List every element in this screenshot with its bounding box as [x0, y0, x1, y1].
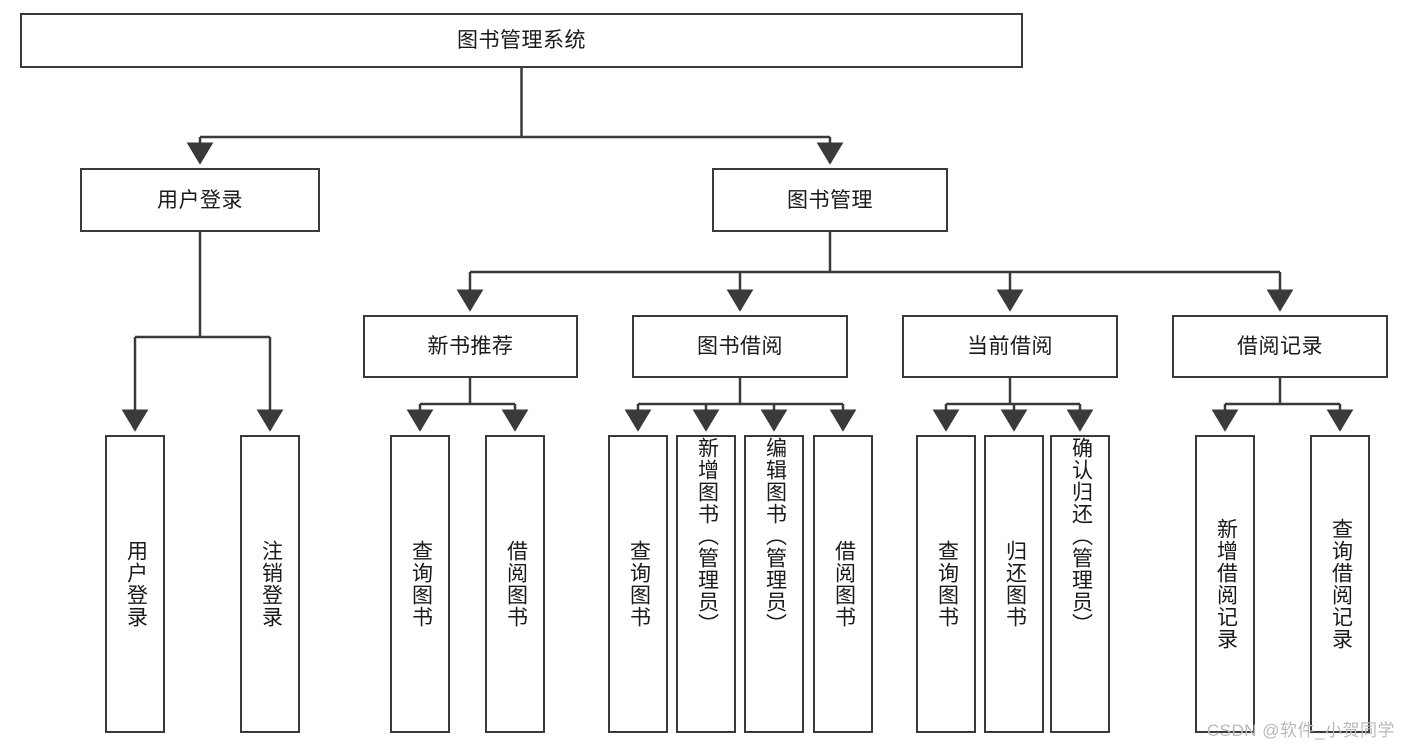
node-current-borrow[interactable]: 当前借阅: [902, 315, 1118, 378]
node-current-confirm-return[interactable]: 确认归还（管理员）: [1050, 435, 1110, 733]
node-book-borrow[interactable]: 图书借阅: [632, 315, 848, 378]
node-borrow-add-book-label: 新增图书（管理员）: [695, 437, 719, 635]
node-recommend-borrow-book[interactable]: 借阅图书: [485, 435, 545, 733]
node-current-query-book-label: 查询图书: [935, 540, 959, 628]
connector-borrow-record-bus: [1225, 378, 1340, 406]
node-borrow-borrow-book-label: 借阅图书: [832, 540, 856, 628]
node-user-login[interactable]: 用户登录: [80, 168, 320, 232]
node-record-add-label: 新增借阅记录: [1214, 518, 1238, 650]
connector-user-login-bus: [135, 232, 270, 339]
node-user-logout-label: 注销登录: [259, 540, 283, 628]
node-current-return-book-label: 归还图书: [1003, 540, 1027, 628]
node-user-login-do[interactable]: 用户登录: [105, 435, 165, 733]
node-borrow-edit-book-label: 编辑图书（管理员）: [763, 437, 787, 635]
node-record-query[interactable]: 查询借阅记录: [1310, 435, 1370, 733]
node-user-logout[interactable]: 注销登录: [240, 435, 300, 733]
node-borrow-edit-book[interactable]: 编辑图书（管理员）: [744, 435, 804, 733]
node-recommend-query-book-label: 查询图书: [409, 540, 433, 628]
connector-current-borrow-bus: [946, 378, 1080, 406]
node-root[interactable]: 图书管理系统: [20, 13, 1023, 68]
node-book-borrow-label: 图书借阅: [697, 335, 783, 358]
node-book-manage-label: 图书管理: [787, 188, 873, 212]
node-borrow-borrow-book[interactable]: 借阅图书: [813, 435, 873, 733]
node-record-add[interactable]: 新增借阅记录: [1195, 435, 1255, 733]
node-recommend-borrow-book-label: 借阅图书: [504, 540, 528, 628]
node-borrow-record-label: 借阅记录: [1237, 335, 1323, 358]
node-borrow-record[interactable]: 借阅记录: [1172, 315, 1388, 378]
node-user-login-label: 用户登录: [157, 188, 243, 212]
node-book-manage[interactable]: 图书管理: [712, 168, 948, 232]
connector-root-bus: [200, 68, 830, 139]
node-root-label: 图书管理系统: [457, 29, 586, 52]
connector-book-borrow-bus: [638, 378, 843, 406]
node-recommend-query-book[interactable]: 查询图书: [390, 435, 450, 733]
node-user-login-do-label: 用户登录: [124, 540, 148, 628]
node-current-query-book[interactable]: 查询图书: [916, 435, 976, 733]
connector-book-manage-bus: [470, 232, 1280, 274]
node-new-book-recommend[interactable]: 新书推荐: [363, 315, 578, 378]
node-borrow-query-book[interactable]: 查询图书: [608, 435, 668, 733]
watermark: CSDN @软件_小贺同学: [1206, 721, 1395, 740]
node-borrow-query-book-label: 查询图书: [627, 540, 651, 628]
node-record-query-label: 查询借阅记录: [1329, 518, 1353, 650]
node-borrow-add-book[interactable]: 新增图书（管理员）: [676, 435, 736, 733]
connector-recommend-bus: [420, 378, 515, 406]
node-current-confirm-return-label: 确认归还（管理员）: [1069, 437, 1093, 635]
node-current-return-book[interactable]: 归还图书: [984, 435, 1044, 733]
node-current-borrow-label: 当前借阅: [967, 335, 1053, 358]
node-new-book-recommend-label: 新书推荐: [427, 335, 514, 358]
